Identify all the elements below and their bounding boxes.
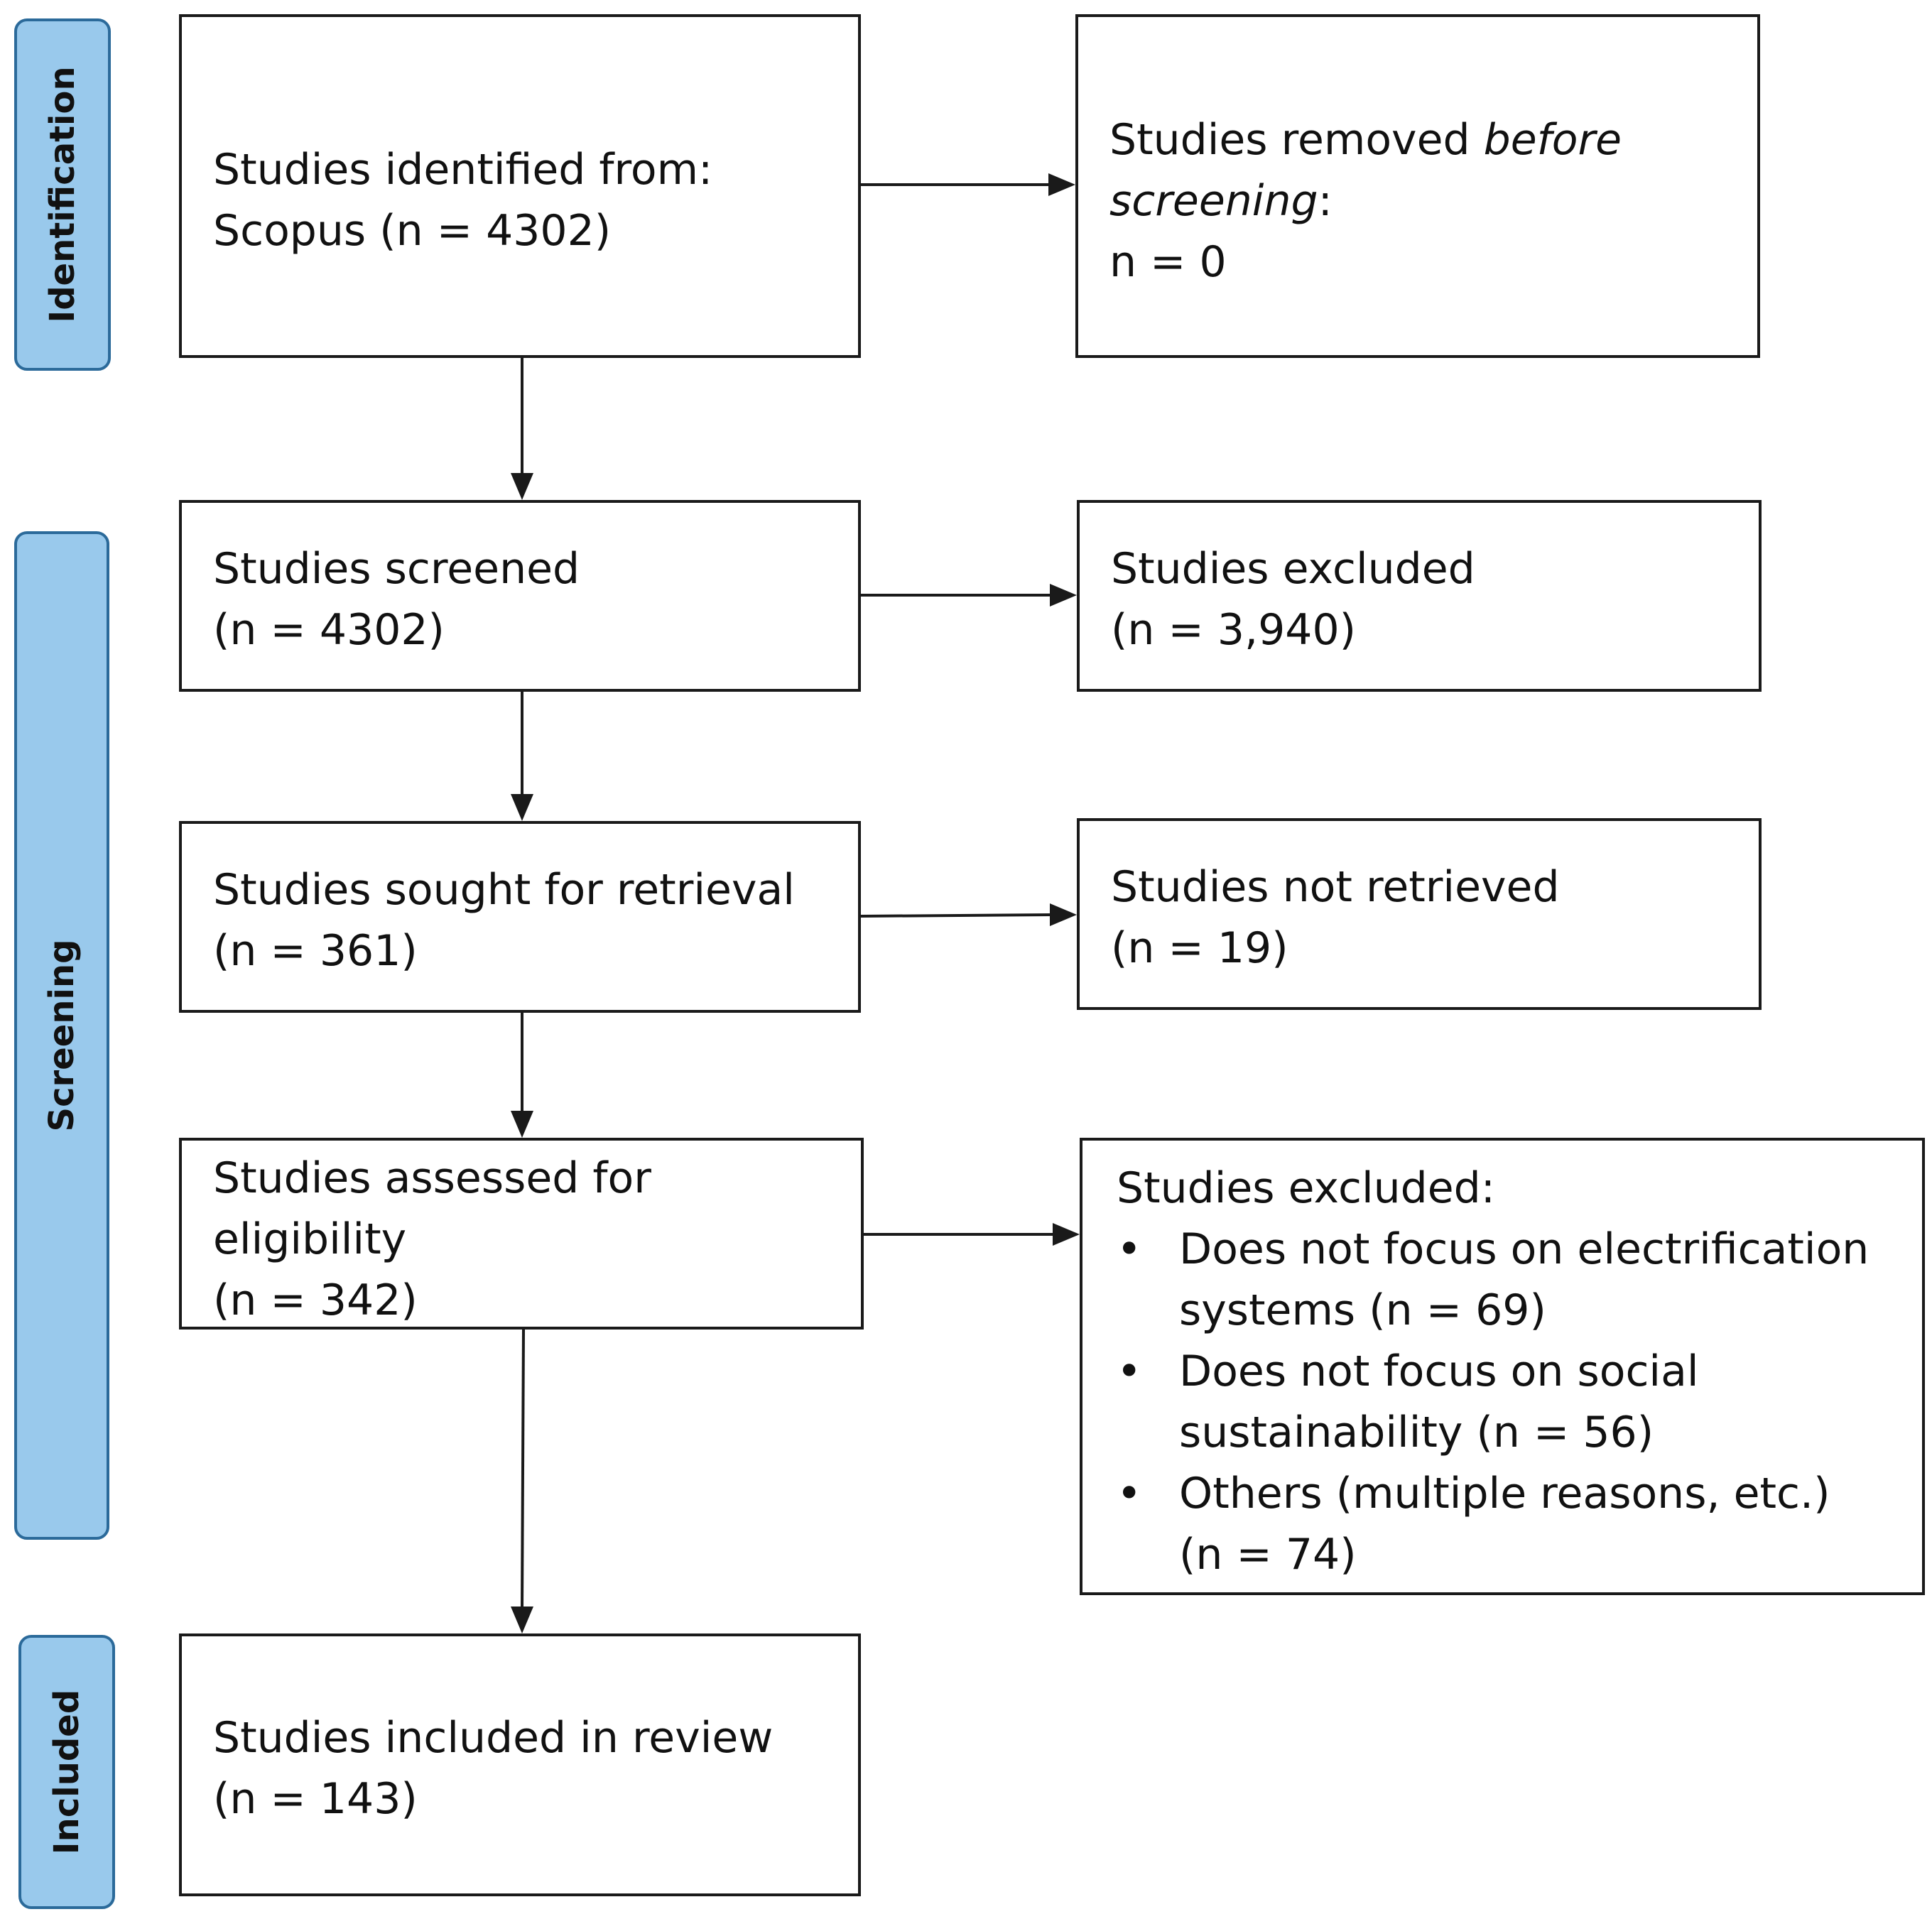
arrow-identified-to-removed — [861, 173, 1075, 196]
records-screened-box: Studies screened (n = 4302) — [179, 500, 861, 692]
arrow-sought-to-not-retrieved — [860, 903, 1077, 926]
studies-included-line2: (n = 143) — [213, 1774, 418, 1824]
records-identified-box: Studies identified from: Scopus (n = 430… — [179, 14, 861, 358]
records-excluded-box: Studies excluded (n = 3,940) — [1077, 500, 1762, 692]
phase-included: Included — [18, 1635, 115, 1909]
records-removed-line2: screening: — [1109, 170, 1757, 232]
records-removed-line2-emphasis: screening — [1109, 176, 1318, 226]
exclusion-reason-item: Others (multiple reasons, etc.) (n = 74) — [1117, 1463, 1922, 1585]
records-removed-line1-emphasis: before — [1483, 115, 1622, 165]
phase-identification: Identification — [14, 18, 111, 371]
studies-included-box: Studies included in review (n = 143) — [179, 1633, 861, 1896]
arrow-assessed-to-included — [511, 1329, 533, 1633]
exclusion-reason-line2: (n = 74) — [1179, 1530, 1357, 1580]
exclusion-reason-line2: sustainability (n = 56) — [1179, 1408, 1654, 1457]
exclusion-reasons-list: Does not focus on electrification system… — [1117, 1219, 1922, 1585]
records-removed-line2-text: : — [1318, 176, 1333, 226]
exclusion-reason-line2: systems (n = 69) — [1179, 1285, 1546, 1335]
records-identified-line2: Scopus (n = 4302) — [213, 206, 612, 256]
arrow-assessed-to-excluded-reasons — [864, 1223, 1080, 1246]
reports-not-retrieved-box: Studies not retrieved (n = 19) — [1077, 818, 1762, 1010]
phase-screening: Screening — [14, 531, 109, 1540]
records-excluded-line2: (n = 3,940) — [1111, 605, 1357, 655]
records-excluded-line1: Studies excluded — [1111, 544, 1475, 594]
arrow-identified-to-screened — [511, 358, 533, 500]
arrow-screened-to-excluded — [861, 584, 1077, 607]
records-removed-line3: n = 0 — [1109, 237, 1227, 287]
arrow-screened-to-sought — [511, 692, 533, 821]
exclusion-reason-line1: Others (multiple reasons, etc.) — [1179, 1469, 1830, 1518]
exclusion-reason-line1: Does not focus on electrification — [1179, 1224, 1869, 1274]
reports-assessed-box: Studies assessed for eligibility (n = 34… — [179, 1138, 864, 1330]
studies-included-line1: Studies included in review — [213, 1713, 774, 1763]
reports-not-retrieved-line2: (n = 19) — [1111, 923, 1288, 973]
reports-assessed-line1: Studies assessed for — [213, 1153, 651, 1203]
reports-assessed-line2: eligibility — [213, 1214, 407, 1264]
records-removed-line1-text: Studies removed — [1109, 115, 1484, 165]
records-removed-line1: Studies removed before — [1109, 109, 1757, 170]
exclusion-reason-line1: Does not focus on social — [1179, 1347, 1699, 1396]
reports-excluded-box: Studies excluded: Does not focus on elec… — [1080, 1138, 1925, 1595]
records-identified-line1: Studies identified from: — [213, 145, 713, 195]
arrow-sought-to-assessed — [511, 1013, 533, 1138]
exclusion-reason-item: Does not focus on social sustainability … — [1117, 1341, 1922, 1463]
records-removed-box: Studies removed before screening: n = 0 — [1075, 14, 1760, 358]
records-screened-line1: Studies screened — [213, 544, 580, 594]
reports-excluded-title: Studies excluded: — [1117, 1163, 1495, 1213]
reports-assessed-line3: (n = 342) — [213, 1276, 418, 1325]
reports-sought-box: Studies sought for retrieval (n = 361) — [179, 821, 861, 1013]
reports-sought-line1: Studies sought for retrieval — [213, 865, 795, 915]
reports-sought-line2: (n = 361) — [213, 926, 418, 976]
reports-not-retrieved-line1: Studies not retrieved — [1111, 862, 1560, 912]
exclusion-reason-item: Does not focus on electrification system… — [1117, 1219, 1922, 1341]
records-screened-line2: (n = 4302) — [213, 605, 445, 655]
